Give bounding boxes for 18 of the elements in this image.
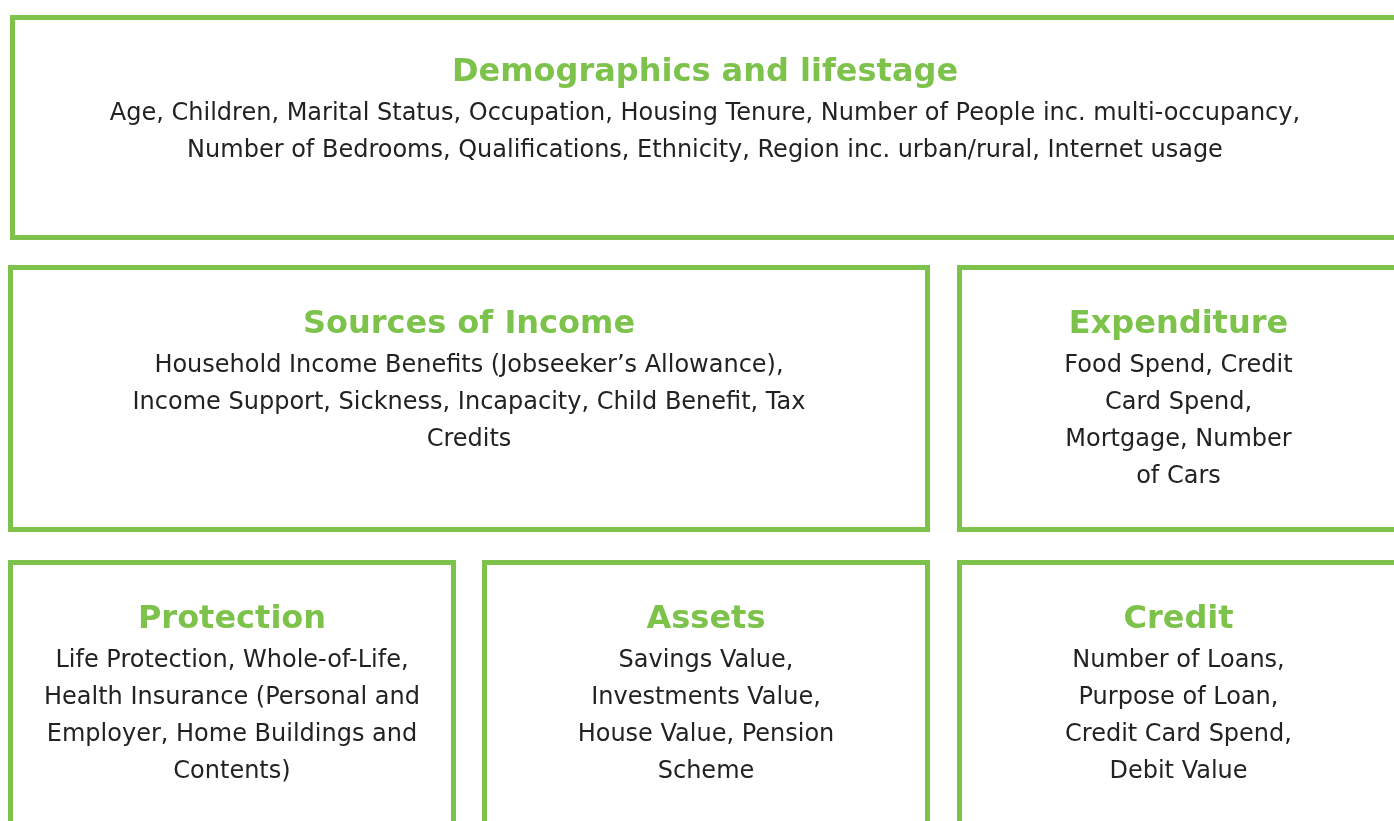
category-box [482, 560, 930, 821]
category-box [8, 265, 930, 532]
category-box [957, 265, 1394, 532]
box-heading: Sources of Income [302, 302, 636, 342]
category-box [957, 560, 1394, 821]
category-box [10, 15, 1394, 240]
box-heading: Expenditure [1068, 302, 1289, 342]
box-text: Household Income Benefits (Jobseeker’s Allowance), Income Support, Sickness, Incapacity, Child Benefit, Tax Credits [131, 349, 807, 454]
category-box [8, 560, 456, 821]
box-heading: Protection [137, 597, 327, 637]
box-text: Savings Value, Investments Value, House Value, Pension Scheme [576, 644, 836, 786]
box-text: Age, Children, Marital Status, Occupation, Housing Tenure, Number of People inc. multi-occupancy, Number of Bedrooms, Qualifications, Ethnicity, Region inc. urban/rural, Internet usage [108, 97, 1302, 165]
box-heading: Demographics and lifestage [451, 50, 959, 90]
box-text: Life Protection, Whole-of-Life, Health Insurance (Personal and Employer, Home Buildings and Contents) [43, 644, 421, 786]
box-text: Number of Loans, Purpose of Loan, Credit Card Spend, Debit Value [1064, 644, 1293, 786]
box-heading: Assets [646, 597, 766, 637]
box-heading: Credit [1123, 597, 1234, 637]
box-text: Food Spend, Credit Card Spend, Mortgage, Number of Cars [1063, 349, 1294, 491]
